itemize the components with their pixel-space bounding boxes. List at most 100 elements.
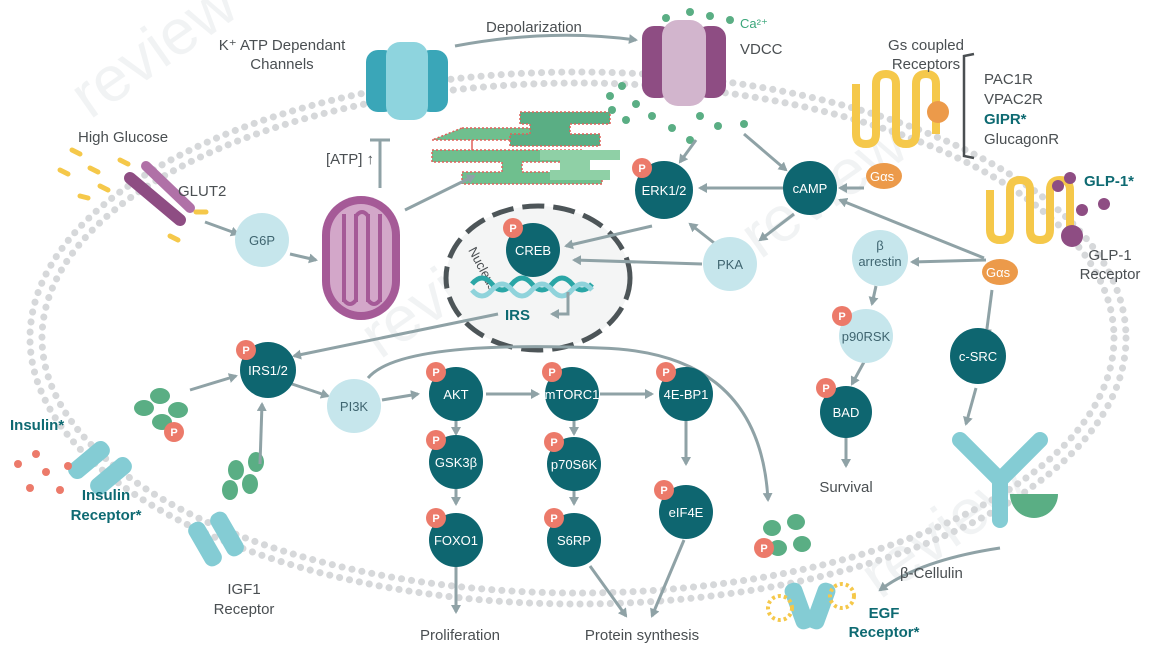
- depolarization-label: Depolarization: [486, 19, 582, 36]
- node-g6p[interactable]: G6P: [235, 213, 289, 267]
- glp1r-label-2: Receptor: [1080, 266, 1141, 283]
- node-erk[interactable]: ERK1/2: [635, 161, 693, 219]
- phospho-foxo1: P: [426, 508, 446, 528]
- atp-label: [ATP] ↑: [326, 151, 374, 168]
- svg-text:c-SRC: c-SRC: [959, 349, 997, 364]
- node-gsk3b[interactable]: GSK3β: [429, 435, 483, 489]
- betacellulin-label: β-Cellulin: [900, 565, 963, 582]
- svg-text:P: P: [662, 367, 669, 379]
- node-s6rp[interactable]: S6RP: [547, 513, 601, 567]
- svg-text:eIF4E: eIF4E: [669, 505, 704, 520]
- svg-text:p70S6K: p70S6K: [551, 457, 598, 472]
- svg-text:P: P: [660, 485, 667, 497]
- ca-label: Ca²⁺: [740, 16, 768, 31]
- node-creb[interactable]: CREB: [506, 223, 560, 277]
- endoplasmic-reticulum: [431, 111, 620, 185]
- protein-synthesis-label: Protein synthesis: [585, 627, 699, 644]
- svg-text:P: P: [432, 435, 439, 447]
- receptor-bracket: [962, 52, 975, 160]
- proliferation-label: Proliferation: [420, 627, 500, 644]
- svg-text:G6P: G6P: [249, 233, 275, 248]
- node-p90rsk[interactable]: p90RSK: [839, 309, 893, 363]
- node-foxo1[interactable]: FOXO1: [429, 513, 483, 567]
- katp-label: K⁺ ATP Dependant: [219, 37, 346, 54]
- arrows: [189, 33, 1001, 618]
- insulin-receptor: [14, 388, 188, 496]
- svg-text:p90RSK: p90RSK: [842, 329, 891, 344]
- svg-text:P: P: [170, 427, 177, 439]
- svg-text:FOXO1: FOXO1: [434, 533, 478, 548]
- svg-text:BAD: BAD: [833, 405, 860, 420]
- glp1r-label: GLP-1: [1088, 247, 1131, 264]
- gs-receptors-label: Receptors: [892, 56, 960, 73]
- svg-text:P: P: [432, 367, 439, 379]
- glucagonr-label: GlucagonR: [984, 131, 1059, 148]
- glp1-receptor: Gαs: [982, 172, 1110, 285]
- svg-text:AKT: AKT: [443, 387, 468, 402]
- gas-label-glp1: Gαs: [986, 265, 1011, 280]
- high-glucose-label: High Glucose: [78, 129, 168, 146]
- svg-text:PI3K: PI3K: [340, 399, 369, 414]
- svg-text:S6RP: S6RP: [557, 533, 591, 548]
- node-csrc[interactable]: c-SRC: [950, 328, 1006, 384]
- svg-text:arrestin: arrestin: [858, 254, 901, 269]
- node-pka[interactable]: PKA: [703, 237, 757, 291]
- phospho-p90rsk: P: [832, 306, 852, 326]
- vdcc-channel: [606, 8, 748, 144]
- phospho-s6rp: P: [544, 508, 564, 528]
- phospho-gsk3b: P: [426, 430, 446, 450]
- katp-channel: [366, 42, 448, 120]
- svg-text:PKA: PKA: [717, 257, 743, 272]
- svg-text:4E-BP1: 4E-BP1: [664, 387, 709, 402]
- svg-text:IRS1/2: IRS1/2: [248, 363, 288, 378]
- insulin-label: Insulin*: [10, 417, 64, 434]
- node-mtorc1[interactable]: mTORC1: [545, 367, 600, 421]
- svg-text:P: P: [432, 513, 439, 525]
- glut2-label: GLUT2: [178, 183, 226, 200]
- svg-text:P: P: [838, 311, 845, 323]
- phospho-4ebp1: P: [656, 362, 676, 382]
- survival-label: Survival: [819, 479, 872, 496]
- phospho-bad: P: [816, 378, 836, 398]
- igf1r-label: IGF1: [227, 581, 260, 598]
- vpac2r-label: VPAC2R: [984, 91, 1043, 108]
- phospho-eif4e: P: [654, 480, 674, 500]
- svg-text:mTORC1: mTORC1: [545, 387, 600, 402]
- node-p70s6k[interactable]: p70S6K: [547, 437, 601, 491]
- phospho-akt: P: [426, 362, 446, 382]
- igf1-receptor: [188, 452, 264, 567]
- glut2-transporter: [57, 147, 209, 243]
- gas-label-top: Gαs: [870, 169, 895, 184]
- node-4ebp1[interactable]: 4E-BP1: [659, 367, 713, 421]
- svg-text:cAMP: cAMP: [793, 181, 828, 196]
- svg-text:P: P: [242, 345, 249, 357]
- svg-text:GSK3β: GSK3β: [435, 455, 477, 470]
- svg-text:P: P: [509, 223, 516, 235]
- node-camp[interactable]: cAMP: [783, 161, 837, 215]
- phospho-egf-r: P: [754, 538, 774, 558]
- igf1r-label-2: Receptor: [214, 601, 275, 618]
- vdcc-label: VDCC: [740, 41, 783, 58]
- cell-membrane: [26, 68, 1130, 608]
- node-eif4e[interactable]: eIF4E: [659, 485, 713, 539]
- node-pi3k[interactable]: PI3K: [327, 379, 381, 433]
- svg-text:review: review: [57, 0, 250, 131]
- svg-text:ERK1/2: ERK1/2: [642, 183, 687, 198]
- phospho-irs12: P: [236, 340, 256, 360]
- glp1-label: GLP-1*: [1084, 173, 1134, 190]
- y-receptor: [952, 432, 1058, 528]
- pac1r-label: PAC1R: [984, 71, 1033, 88]
- node-bad[interactable]: BAD: [820, 386, 872, 438]
- egf-receptor: [763, 514, 856, 630]
- gipr-label: GIPR*: [984, 111, 1027, 128]
- gs-coupled-receptor: Gαs: [852, 69, 949, 189]
- phospho-mtorc1: P: [542, 362, 562, 382]
- egf-label: EGF: [869, 605, 900, 622]
- svg-text:P: P: [638, 163, 645, 175]
- phospho-erk: P: [632, 158, 652, 178]
- node-akt[interactable]: AKT: [429, 367, 483, 421]
